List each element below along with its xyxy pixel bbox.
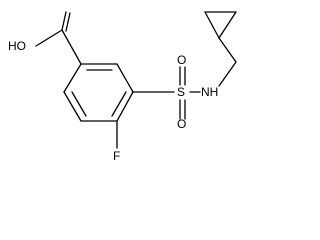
sulfur-label: S: [177, 85, 185, 99]
bond-carbonyl-upper: [61, 11, 67, 31]
amine-label: NH: [201, 85, 218, 99]
bond-nitrogen-methylene: [218, 61, 237, 87]
aromatic-inner-right: [111, 91, 127, 117]
hydroxyl-label: HO: [8, 39, 26, 53]
molecule-diagram: HO S O O NH F: [8, 11, 237, 164]
bond-carbonyl-lower: [65, 12, 71, 32]
ring-bond-3: [116, 91, 134, 122]
sulfonyl-oxygen-top-label: O: [177, 53, 186, 67]
ring-bond-6: [63, 63, 82, 93]
ring-bond-2: [116, 63, 134, 93]
cyclopropane-bond-3: [218, 11, 237, 39]
bond-methylene-cyclopropyl: [218, 37, 237, 63]
sulfonyl-oxygen-bottom-label: O: [177, 117, 186, 131]
chemical-structure: HO S O O NH F: [8, 11, 237, 163]
ring-bond-5: [63, 91, 82, 122]
fluorine-label: F: [113, 149, 120, 163]
bond-oh-carbon: [35, 29, 63, 47]
cyclopropane-bond-1: [204, 11, 220, 39]
aromatic-inner-left: [71, 91, 87, 117]
bond-carboxyl-ring: [61, 29, 82, 65]
